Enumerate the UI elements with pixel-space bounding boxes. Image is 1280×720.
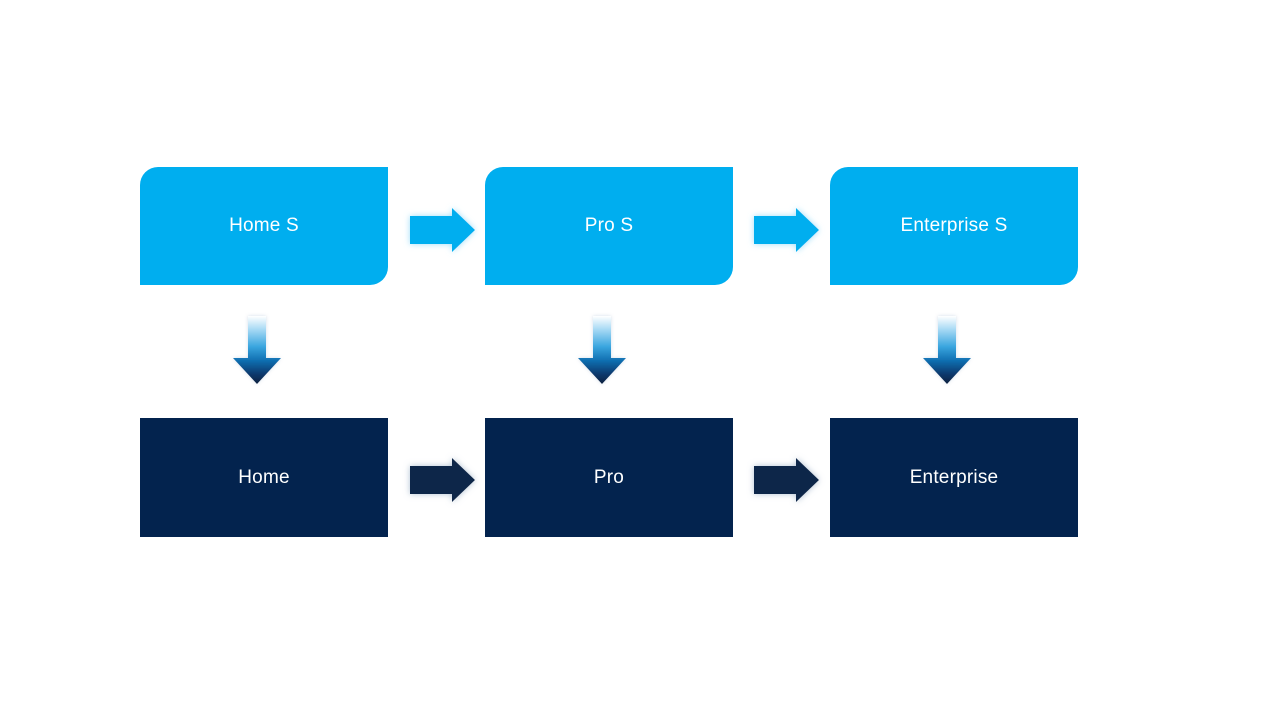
box-pro: Pro <box>485 418 733 537</box>
right-arrow-icon <box>410 458 475 502</box>
right-arrow-icon <box>754 458 819 502</box>
box-home-s-label: Home S <box>229 215 299 236</box>
box-pro-s-label: Pro S <box>584 215 634 236</box>
box-enterprise-s-label: Enterprise S <box>900 215 1008 236</box>
right-arrow-icon <box>754 208 819 252</box>
box-pro-label: Pro <box>593 466 625 488</box>
right-arrow-icon <box>410 208 475 252</box>
box-enterprise-s: Enterprise S <box>830 167 1078 285</box>
box-home-s: Home S <box>140 167 388 285</box>
down-arrow-icon <box>578 316 626 384</box>
box-enterprise-label: Enterprise <box>909 466 999 488</box>
down-arrow-icon <box>233 316 281 384</box>
box-pro-s: Pro S <box>485 167 733 285</box>
box-home: Home <box>140 418 388 537</box>
box-enterprise: Enterprise <box>830 418 1078 537</box>
down-arrow-icon <box>923 316 971 384</box>
box-home-label: Home <box>238 466 290 488</box>
